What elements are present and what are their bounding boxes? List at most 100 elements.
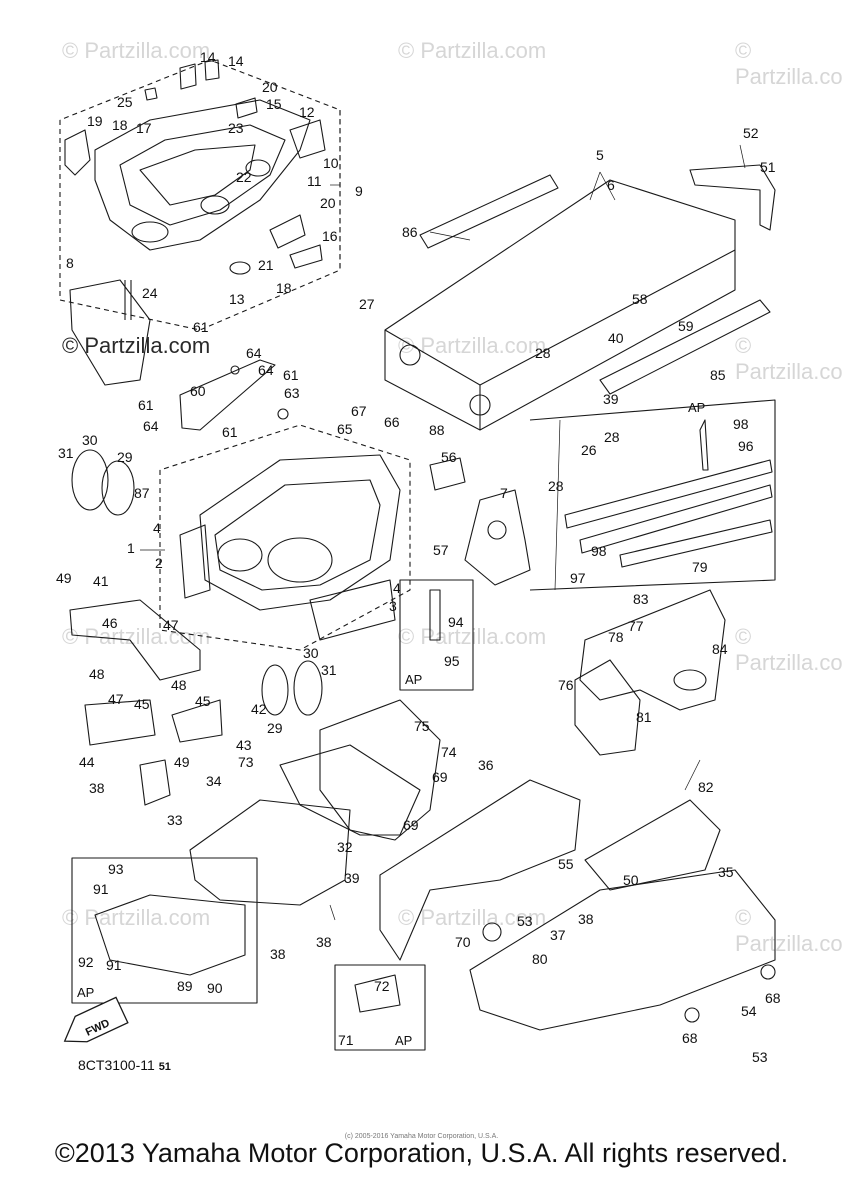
callout: 64: [258, 362, 274, 378]
ap-label: AP: [395, 1033, 412, 1048]
callout: 88: [429, 422, 445, 438]
callout: 46: [102, 615, 118, 631]
callout: 33: [167, 812, 183, 828]
watermark: © Partzilla.com: [398, 905, 547, 930]
callout: 27: [359, 296, 375, 312]
callout: 45: [134, 696, 150, 712]
callout: 54: [741, 1003, 757, 1019]
callout: 24: [142, 285, 158, 301]
callout: 14: [200, 49, 216, 65]
callout: 72: [374, 978, 390, 994]
copyright-notice: ©2013 Yamaha Motor Corporation, U.S.A. A…: [54, 1138, 789, 1168]
callout: 42: [251, 701, 267, 717]
callout: 91: [106, 957, 122, 973]
callout: 28: [535, 345, 551, 361]
callout: 81: [636, 709, 652, 725]
callout: 67: [351, 403, 367, 419]
ap-box-lower-center: [334, 964, 426, 1051]
callout: 53: [517, 913, 533, 929]
callout: 66: [384, 414, 400, 430]
callout: 61: [138, 397, 154, 413]
callout: 76: [558, 677, 574, 693]
callout: 38: [270, 946, 286, 962]
callout: 41: [93, 573, 109, 589]
callout: 12: [299, 104, 315, 120]
callout: 30: [82, 432, 98, 448]
steering-assembly-group: [59, 59, 341, 331]
callout: 39: [603, 391, 619, 407]
callout: 16: [322, 228, 338, 244]
watermark: © Partzilla.com: [735, 905, 843, 956]
callout: 64: [143, 418, 159, 434]
watermark: © Partzilla.com: [398, 333, 547, 358]
watermark: © Partzilla.com: [735, 333, 843, 384]
callout: 30: [303, 645, 319, 661]
callout: 55: [558, 856, 574, 872]
callout: 20: [262, 79, 278, 95]
callout: 10: [323, 155, 339, 171]
callout: 22: [236, 169, 252, 185]
callout: 35: [718, 864, 734, 880]
callout: 95: [444, 653, 460, 669]
callout: 21: [258, 257, 274, 273]
small-credit: (c) 2005-2016 Yamaha Motor Corporation, …: [344, 1133, 499, 1140]
callout: 18: [112, 117, 128, 133]
callout: 91: [93, 881, 109, 897]
callout: 45: [195, 693, 211, 709]
callout: 71: [338, 1032, 354, 1048]
tunnel-strip: [419, 174, 559, 249]
callout: 89: [177, 978, 193, 994]
main-frame: [159, 424, 411, 651]
ap-box-lower-left: [71, 857, 258, 1004]
callout: 85: [710, 367, 726, 383]
watermark: © Partzilla.com: [62, 905, 211, 930]
callout: 68: [682, 1030, 698, 1046]
ap-box-upper: [399, 579, 474, 691]
callout: 4: [153, 520, 161, 536]
callout: 50: [623, 872, 639, 888]
callout: 92: [78, 954, 94, 970]
callout: 2: [155, 555, 163, 571]
callout: 56: [441, 449, 457, 465]
callout: 83: [633, 591, 649, 607]
callout: 49: [56, 570, 72, 586]
callout: 7: [500, 485, 508, 501]
callout: 5: [596, 147, 604, 163]
callout: 23: [228, 120, 244, 136]
callout: 6: [607, 177, 615, 193]
callout: 34: [206, 773, 222, 789]
diagram-code: 8CT3100-11 51: [78, 1057, 171, 1073]
callout: 36: [478, 757, 494, 773]
ap-label: AP: [77, 985, 94, 1000]
callout: 20: [320, 195, 336, 211]
watermark: © Partzilla.com: [735, 38, 843, 89]
callout: 63: [284, 385, 300, 401]
callout: 26: [581, 442, 597, 458]
watermark: © Partzilla.com: [62, 333, 211, 358]
callout: 39: [344, 870, 360, 886]
callout: 73: [238, 754, 254, 770]
main-frame-body: [179, 454, 401, 641]
callout: 17: [136, 120, 152, 136]
callout: 69: [403, 817, 419, 833]
callout: 29: [117, 449, 133, 465]
callout: 37: [550, 927, 566, 943]
callout: 59: [678, 318, 694, 334]
callout: 94: [448, 614, 464, 630]
callout: 98: [591, 543, 607, 559]
fwd-arrow-icon: FWD: [63, 996, 129, 1043]
tunnel-strip-right: [599, 299, 771, 395]
watermark: © Partzilla.com: [62, 38, 211, 63]
callout: 84: [712, 641, 728, 657]
callout: 32: [337, 839, 353, 855]
callout: 96: [738, 438, 754, 454]
callout: 11: [307, 173, 322, 189]
callout: 64: [246, 345, 262, 361]
callout: 77: [628, 618, 644, 634]
callout: 47: [163, 617, 179, 633]
watermark: © Partzilla.com: [398, 38, 547, 63]
callout: 53: [752, 1049, 768, 1065]
callout: 44: [79, 754, 95, 770]
callout: 43: [236, 737, 252, 753]
